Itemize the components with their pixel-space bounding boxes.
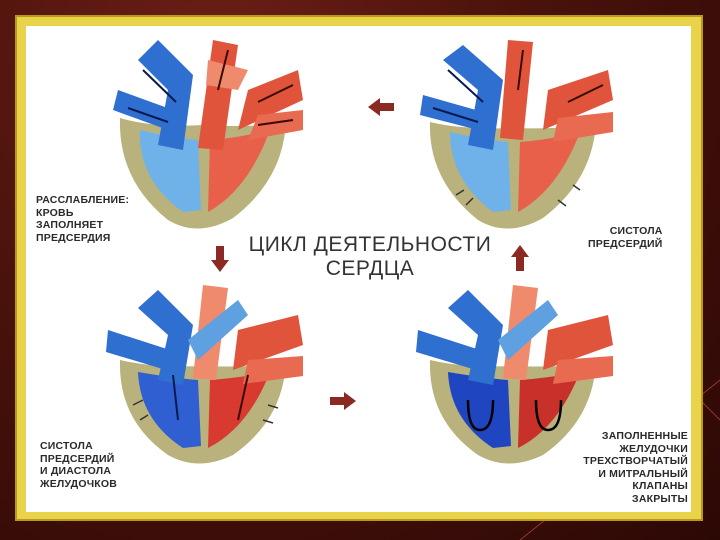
label-filled-ventricles: ЗАПОЛНЕННЫЕ ЖЕЛУДОЧКИ ТРЕХСТВОРЧАТЫЙ И М… — [583, 430, 688, 505]
heart-diagram-ventricular-diastole — [106, 285, 303, 464]
arrow-left-icon — [368, 98, 394, 116]
label-relaxation: РАССЛАБЛЕНИЕ: КРОВЬ ЗАПОЛНЯЕТ ПРЕДСЕРДИЯ — [36, 194, 130, 244]
arrow-down-icon — [211, 246, 229, 272]
diagram-title-line2: СЕРДЦА — [325, 257, 415, 280]
heart-diagram-filled-ventricles — [416, 285, 613, 464]
arrow-up-icon — [511, 245, 529, 271]
arrow-right-icon — [330, 392, 356, 410]
diagram-title: ЦИКЛ ДЕЯТЕЛЬНОСТИ СЕРДЦА — [236, 233, 504, 281]
diagram-title-line1: ЦИКЛ ДЕЯТЕЛЬНОСТИ — [248, 233, 492, 256]
label-atrial-systole: СИСТОЛА ПРЕДСЕРДИЙ — [588, 225, 663, 250]
heart-diagram-relaxation — [113, 40, 303, 229]
heart-diagram-atrial-systole — [420, 40, 613, 229]
label-ventricular-diastole: СИСТОЛА ПРЕДСЕРДИЙ И ДИАСТОЛА ЖЕЛУДОЧКОВ — [40, 440, 118, 490]
